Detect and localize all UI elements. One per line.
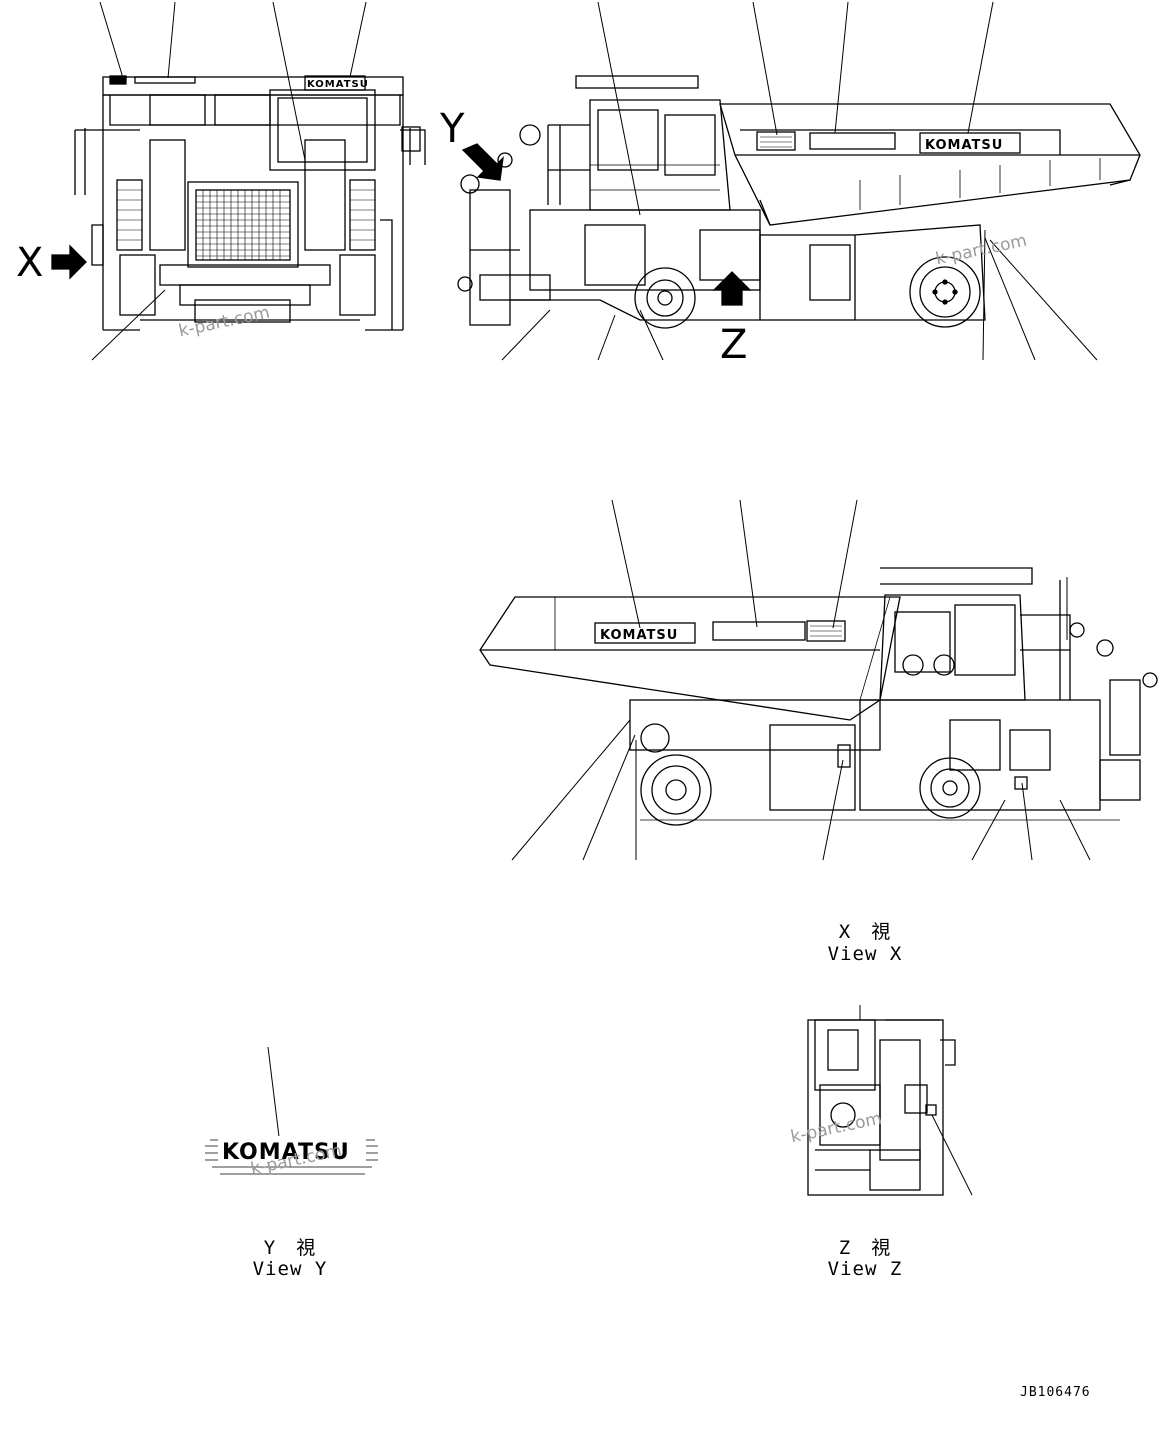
front-view-logo: KOMATSU	[307, 79, 369, 90]
view-y-logo: KOMATSU	[222, 1140, 350, 1165]
front-view-truck: KOMATSU	[74, 75, 426, 331]
drawing-code: JB106476	[1020, 1385, 1091, 1400]
caption-view-x-kanji: X 視	[838, 921, 892, 943]
view-marker-y: Y	[440, 106, 465, 152]
view-x-arrow	[51, 244, 87, 280]
side-view-left-truck: KOMATSU	[457, 75, 1141, 329]
view-y-decal: KOMATSU	[205, 1046, 378, 1175]
caption-view-z: View Z	[827, 1258, 903, 1280]
view-marker-x: X	[16, 240, 44, 286]
caption-view-y-kanji: Y 視	[263, 1237, 317, 1259]
side-view-left-logo: KOMATSU	[925, 138, 1003, 153]
caption-view-x: View X	[827, 943, 903, 965]
caption-view-z-kanji: Z 視	[838, 1237, 892, 1259]
front-view-leaders	[91, 1, 367, 361]
view-marker-z: Z	[720, 322, 748, 368]
side-view-right-truck: KOMATSU	[479, 567, 1158, 826]
view-y-arrow	[461, 143, 504, 181]
caption-view-y: View Y	[252, 1258, 328, 1280]
side-view-right-logo: KOMATSU	[600, 628, 678, 643]
view-z-arrow	[712, 271, 752, 306]
side-view-left-leaders	[501, 1, 1098, 361]
view-z-detail	[807, 1005, 973, 1196]
side-view-right-leaders	[511, 499, 1091, 861]
